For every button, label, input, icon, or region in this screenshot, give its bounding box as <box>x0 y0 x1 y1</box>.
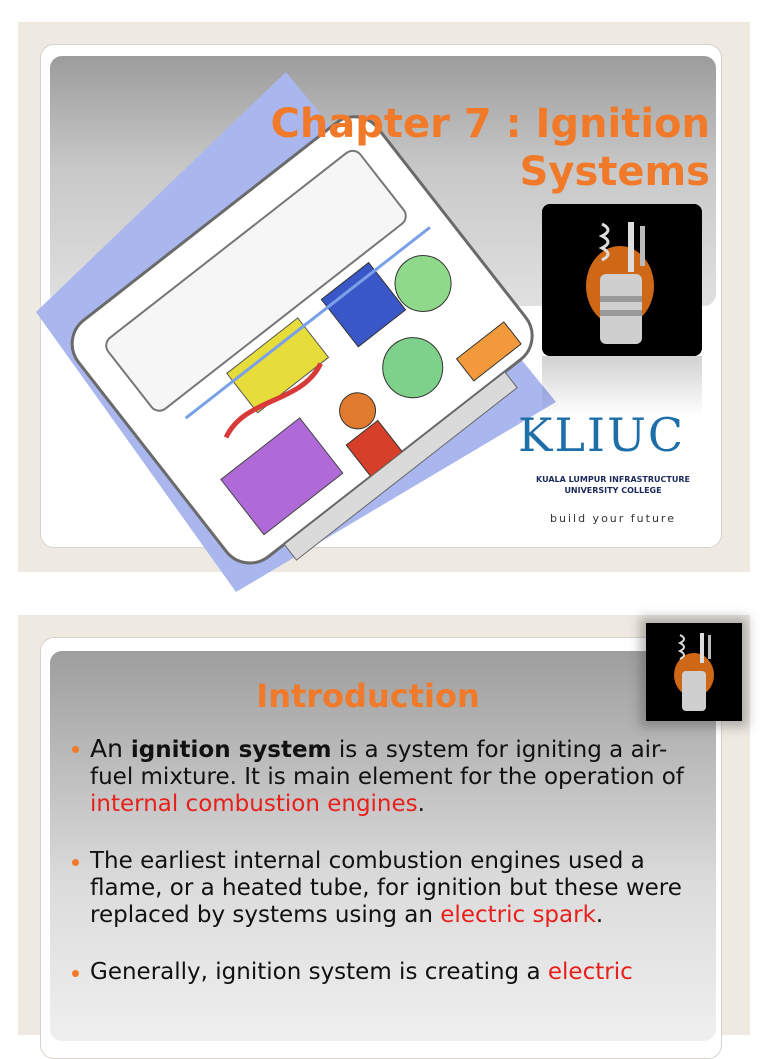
slide-1: Chapter 7 : Ignition Systems KLIUC KUALA… <box>18 22 750 592</box>
bullet-1-bold-term: ignition system <box>130 737 332 763</box>
slide-2: Introduction An ignition system is a sys… <box>18 615 750 1059</box>
piston-spark-plug-image <box>542 204 702 356</box>
image-reflection <box>542 356 702 416</box>
logo-wordmark: KLIUC <box>518 408 686 462</box>
bullet-1-text-c: . <box>417 791 425 817</box>
bullet-2-highlight: electric spark <box>440 902 596 928</box>
bullet-3-text-a: Generally, ignition system is creating a <box>90 959 548 985</box>
logo-tagline: build your future <box>550 512 676 525</box>
kliuc-logo: KLIUC KUALA LUMPUR INFRASTRUCTURE UNIVER… <box>508 408 718 538</box>
title-line-2: Systems <box>519 149 710 195</box>
bullet-2-text-c: . <box>595 902 604 928</box>
car-engine-illustration <box>36 72 556 592</box>
bullet-1-text-a: An <box>90 734 131 763</box>
bullet-item: An ignition system is a system for ignit… <box>70 735 710 818</box>
logo-subtitle-line-2: UNIVERSITY COLLEGE <box>564 486 662 495</box>
bullet-list: An ignition system is a system for ignit… <box>70 735 710 1016</box>
slide-1-title: Chapter 7 : Ignition Systems <box>190 100 710 196</box>
bullet-1-text-b: is a system for igniting a air-fuel mixt… <box>90 737 684 790</box>
logo-subtitle-line-1: KUALA LUMPUR INFRASTRUCTURE <box>536 475 690 484</box>
title-line-1: Chapter 7 : Ignition <box>270 101 710 147</box>
piston-thumbnail-image <box>646 623 742 721</box>
bullet-item: Generally, ignition system is creating a… <box>70 959 710 986</box>
bullet-item: The earliest internal combustion engines… <box>70 848 710 929</box>
slide-2-title: Introduction <box>256 677 480 715</box>
bullet-1-highlight: internal combustion engines <box>90 791 418 817</box>
bullet-2-text-a: The earliest internal combustion engines… <box>90 848 682 928</box>
bullet-3-highlight: electric <box>547 959 633 985</box>
content-panel <box>50 651 716 1041</box>
logo-subtitle: KUALA LUMPUR INFRASTRUCTURE UNIVERSITY C… <box>508 474 718 496</box>
